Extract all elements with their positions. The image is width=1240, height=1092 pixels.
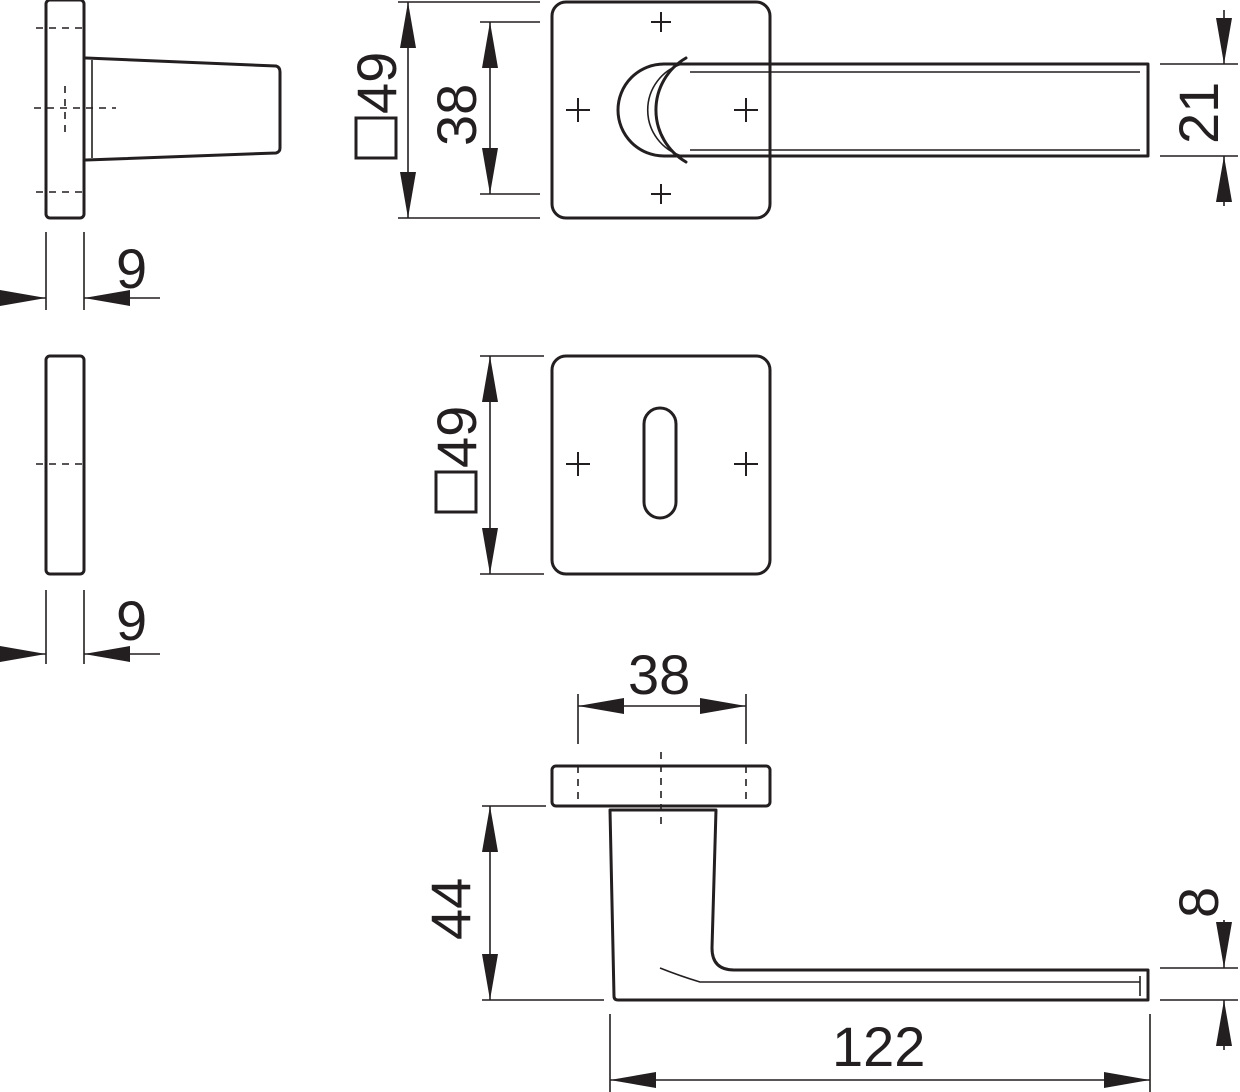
lever-neck-side <box>84 56 282 162</box>
rose-plate-side <box>44 0 86 220</box>
front-view-escutcheon: 49 <box>425 354 772 576</box>
dimension-lever-thickness: 8 <box>1167 887 1230 918</box>
escutcheon-square-front <box>550 354 772 576</box>
front-view-lever-rose: 49 38 21 <box>345 0 1238 220</box>
rose-square-front <box>550 0 772 220</box>
dimension-rose-thickness-bottom: 9 <box>116 589 147 652</box>
keyhole-slot <box>642 406 678 520</box>
side-view-escutcheon: 9 <box>0 354 160 664</box>
square-symbol <box>354 116 398 160</box>
dimension-screw-spacing-side: 38 <box>628 643 690 706</box>
lever-handle-front <box>616 62 1150 158</box>
dimension-rose-square-escutcheon: 49 <box>425 406 488 468</box>
dimension-rose-thickness-top: 9 <box>116 237 147 300</box>
dimension-lever-height: 44 <box>419 878 482 940</box>
side-view-rose-with-neck: 9 <box>0 0 282 310</box>
dimension-screw-spacing-vertical: 38 <box>425 84 488 146</box>
escutcheon-plate-side <box>44 354 86 576</box>
dimension-lever-length: 122 <box>832 1015 925 1078</box>
lever-profile-side <box>608 808 1150 1002</box>
dimension-rose-square-top: 49 <box>345 52 408 114</box>
side-view-lever: 38 44 8 122 <box>419 643 1238 1092</box>
dimension-lever-width: 21 <box>1167 82 1230 144</box>
square-symbol-escutcheon <box>434 470 478 514</box>
